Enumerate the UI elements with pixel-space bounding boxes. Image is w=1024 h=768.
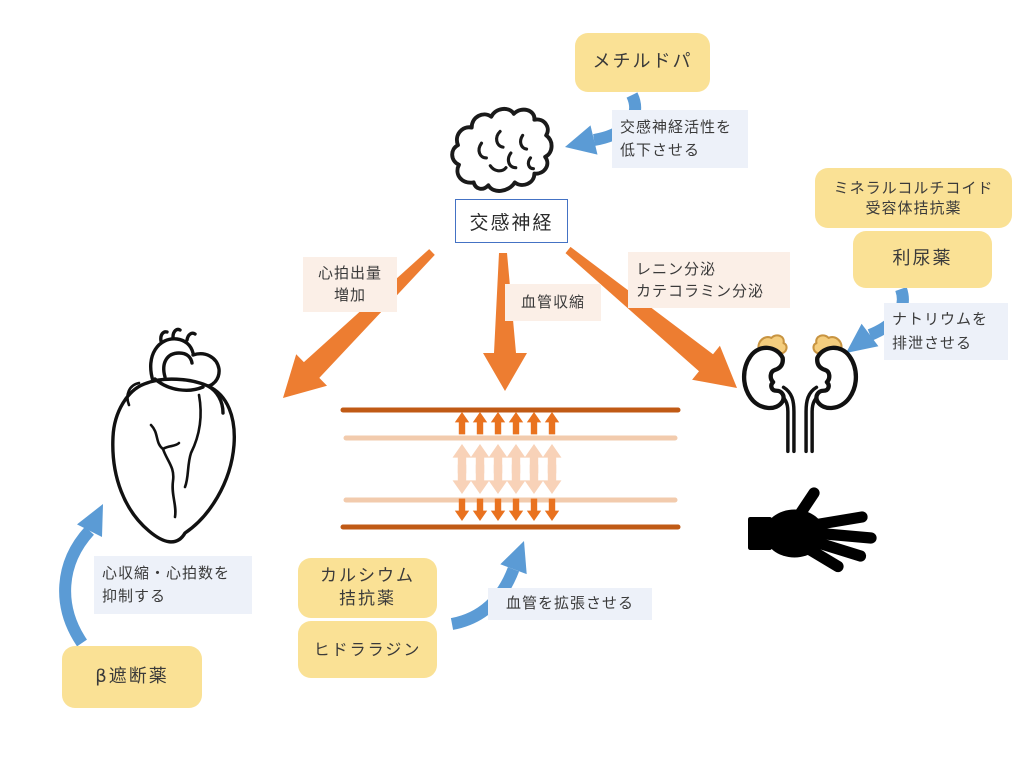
caption-excrete-sodium-line1: ナトリウムを <box>892 310 989 329</box>
heart-icon <box>111 327 236 544</box>
node-calcium-blocker: カルシウム 拮抗薬 <box>298 558 437 618</box>
vessel-arrows-dark-bottom <box>454 498 560 521</box>
node-calcium-blocker-line1: カルシウム <box>320 566 415 587</box>
caption-excrete-sodium-line2: 排泄させる <box>892 333 973 352</box>
node-mr-antagonist: ミネラルコルチコイド 受容体拮抗薬 <box>815 168 1012 228</box>
caption-dilate-vessels: 血管を拡張させる <box>488 588 652 620</box>
effect-vasoconstriction: 血管収縮 <box>505 284 601 321</box>
caption-excrete-sodium: ナトリウムを 排泄させる <box>884 303 1008 360</box>
vessel-arrows-light <box>452 444 562 494</box>
caption-suppress-heart: 心収縮・心拍数を 抑制する <box>94 556 252 614</box>
node-diuretic-label: 利尿薬 <box>892 248 953 270</box>
node-hydralazine: ヒドララジン <box>298 621 437 678</box>
brain-icon <box>450 106 554 193</box>
caption-suppress-heart-line1: 心収縮・心拍数を <box>102 563 231 582</box>
node-mr-antagonist-line1: ミネラルコルチコイド <box>833 178 994 197</box>
node-beta-blocker-label: β遮断薬 <box>95 665 169 687</box>
vessel-arrows-dark-top <box>454 412 560 435</box>
caption-dilate-vessels-label: 血管を拡張させる <box>505 594 634 613</box>
node-mr-antagonist-line2: 受容体拮抗薬 <box>865 199 962 217</box>
node-hydralazine-label: ヒドララジン <box>313 639 422 659</box>
orange-arrow-to-vessel <box>483 253 527 391</box>
node-beta-blocker: β遮断薬 <box>62 646 202 708</box>
caption-lower-activity-line2: 低下させる <box>620 141 701 159</box>
effect-cardiac-output: 心拍出量 増加 <box>303 257 397 312</box>
kidneys-icon <box>741 334 859 454</box>
node-calcium-blocker-line2: 拮抗薬 <box>339 589 396 609</box>
blood-vessel-icon <box>340 407 681 530</box>
effect-vasoconstriction-label: 血管収縮 <box>520 292 585 311</box>
effect-renin-line2: カテコラミン分泌 <box>636 282 765 300</box>
node-sympathetic-nerve-label: 交感神経 <box>469 211 554 234</box>
effect-renin-line1: レニン分泌 <box>636 259 717 278</box>
caption-lower-activity-line1: 交感神経活性を <box>620 117 733 136</box>
hand-icon <box>748 487 877 573</box>
node-methyldopa: メチルドパ <box>575 33 710 92</box>
node-diuretic: 利尿薬 <box>853 231 992 288</box>
effect-cardiac-output-line2: 増加 <box>333 285 366 304</box>
effect-renin-catecholamine: レニン分泌 カテコラミン分泌 <box>628 252 790 308</box>
blue-arrow-betablocker-to-heart <box>59 526 95 647</box>
caption-suppress-heart-line2: 抑制する <box>102 587 167 605</box>
effect-cardiac-output-line1: 心拍出量 <box>317 263 382 282</box>
node-methyldopa-label: メチルドパ <box>592 51 693 73</box>
caption-lower-sympathetic-activity: 交感神経活性を 低下させる <box>612 110 748 168</box>
node-sympathetic-nerve: 交感神経 <box>455 199 568 243</box>
